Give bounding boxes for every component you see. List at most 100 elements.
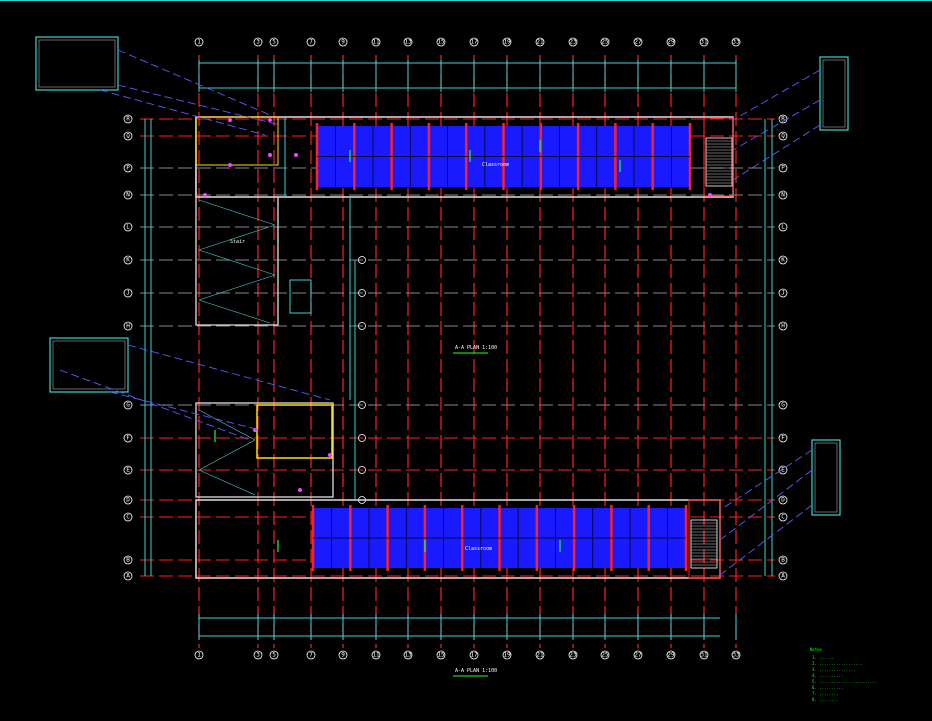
axis-label: N — [126, 192, 130, 199]
axis-circle — [778, 400, 788, 410]
axis-circle — [403, 650, 413, 660]
axis-circle — [778, 433, 788, 443]
axis-bubble-row: B — [778, 555, 788, 565]
leader-line — [719, 469, 813, 541]
note-line: 7. ........ — [812, 691, 839, 696]
axis-circle — [358, 466, 366, 474]
axis-circle — [778, 222, 788, 232]
axis-circle — [358, 256, 366, 264]
axis-label: 17 — [470, 652, 478, 659]
axis-bubble-col: 29 — [666, 37, 676, 47]
axis-bubble-col: 3 — [253, 37, 263, 47]
axis-bubble-col: 9 — [338, 650, 348, 660]
room-label: Stair — [230, 239, 245, 245]
axis-label: 1 — [197, 39, 201, 46]
axis-bubble-col: 15 — [436, 650, 446, 660]
axis-bubble-row: Q — [778, 131, 788, 141]
axis-label: 13 — [404, 652, 412, 659]
axis-circle — [469, 650, 479, 660]
leader-line — [117, 49, 271, 116]
axis-circle — [269, 37, 279, 47]
axis-label: 31 — [700, 652, 708, 659]
axis-bubble-row: E — [123, 465, 133, 475]
axis-circle — [123, 288, 133, 298]
axis-label: 15 — [437, 652, 445, 659]
axis-bubble-row: E — [778, 465, 788, 475]
leader-line — [732, 69, 821, 121]
axis-circle — [502, 37, 512, 47]
axis-circle — [778, 190, 788, 200]
axis-label: D — [781, 497, 785, 504]
axis-bubble-col: 27 — [633, 37, 643, 47]
axis-label: 29 — [667, 652, 675, 659]
axis-label: 21 — [536, 652, 544, 659]
axis-circle — [123, 190, 133, 200]
fixture-point — [298, 488, 302, 492]
axis-circle — [358, 322, 366, 330]
axis-circle — [358, 289, 366, 297]
axis-bubble-row: A — [778, 571, 788, 581]
axis-bubble-col: 13 — [403, 650, 413, 660]
axis-label: E — [126, 467, 130, 474]
axis-bubble-col: 1 — [194, 37, 204, 47]
axis-circle — [568, 650, 578, 660]
axis-bubble-col: 7 — [306, 650, 316, 660]
leader-line — [719, 504, 813, 576]
ramp-line — [198, 199, 276, 226]
ramp-line — [198, 299, 271, 324]
axis-label: H — [126, 323, 130, 330]
note-line: 2. .................. — [812, 661, 863, 666]
detail-callout-inner — [814, 442, 838, 513]
small-room — [289, 279, 312, 314]
axis-label: 23 — [569, 39, 577, 46]
fixture-point — [328, 453, 332, 457]
stair-core — [703, 117, 734, 197]
stair — [690, 519, 718, 569]
panel-array — [315, 123, 692, 190]
note-line: 3. ............... — [812, 667, 855, 672]
axis-bubble-row: K — [123, 255, 133, 265]
axis-label: C — [781, 514, 785, 521]
axis-label: L — [781, 224, 785, 231]
axis-circle — [123, 555, 133, 565]
ramp-line — [198, 439, 256, 471]
axis-circle — [699, 37, 709, 47]
axis-circle — [253, 650, 263, 660]
axis-bubble-row: C — [123, 512, 133, 522]
ramp-line — [198, 224, 276, 251]
axis-bubble-col: 5 — [269, 37, 279, 47]
axis-circle — [778, 495, 788, 505]
stair-core — [688, 499, 721, 579]
axis-bubble-col: 33 — [731, 650, 741, 660]
axis-circle — [253, 37, 263, 47]
axis-label: 9 — [341, 652, 345, 659]
fixture-point — [228, 118, 232, 122]
axis-circle — [123, 400, 133, 410]
axis-label: Q — [781, 133, 785, 140]
note-line: 4. .......... — [812, 673, 843, 678]
axis-circle — [123, 131, 133, 141]
axis-bubble-col: 19 — [502, 37, 512, 47]
window-top-border — [0, 0, 932, 1]
axis-label: 25 — [601, 39, 609, 46]
axis-bubble-row: P — [123, 163, 133, 173]
axis-label: N — [781, 192, 785, 199]
axis-label: H — [781, 323, 785, 330]
axis-bubble-col: 15 — [436, 37, 446, 47]
axis-circle — [123, 512, 133, 522]
axis-circle — [123, 255, 133, 265]
note-line: 1. ...... — [812, 655, 834, 660]
axis-circle — [123, 222, 133, 232]
fixture-point — [294, 153, 298, 157]
axis-circle — [778, 512, 788, 522]
axis-circle — [731, 650, 741, 660]
axis-bubble-col: 7 — [306, 37, 316, 47]
leader-line — [59, 369, 251, 441]
axis-label: R — [781, 116, 785, 123]
fixture-point — [708, 193, 712, 197]
axis-bubble-row: R — [778, 114, 788, 124]
axis-bubble-col: 17 — [469, 650, 479, 660]
axis-circle — [633, 37, 643, 47]
highlight-room — [195, 116, 279, 166]
